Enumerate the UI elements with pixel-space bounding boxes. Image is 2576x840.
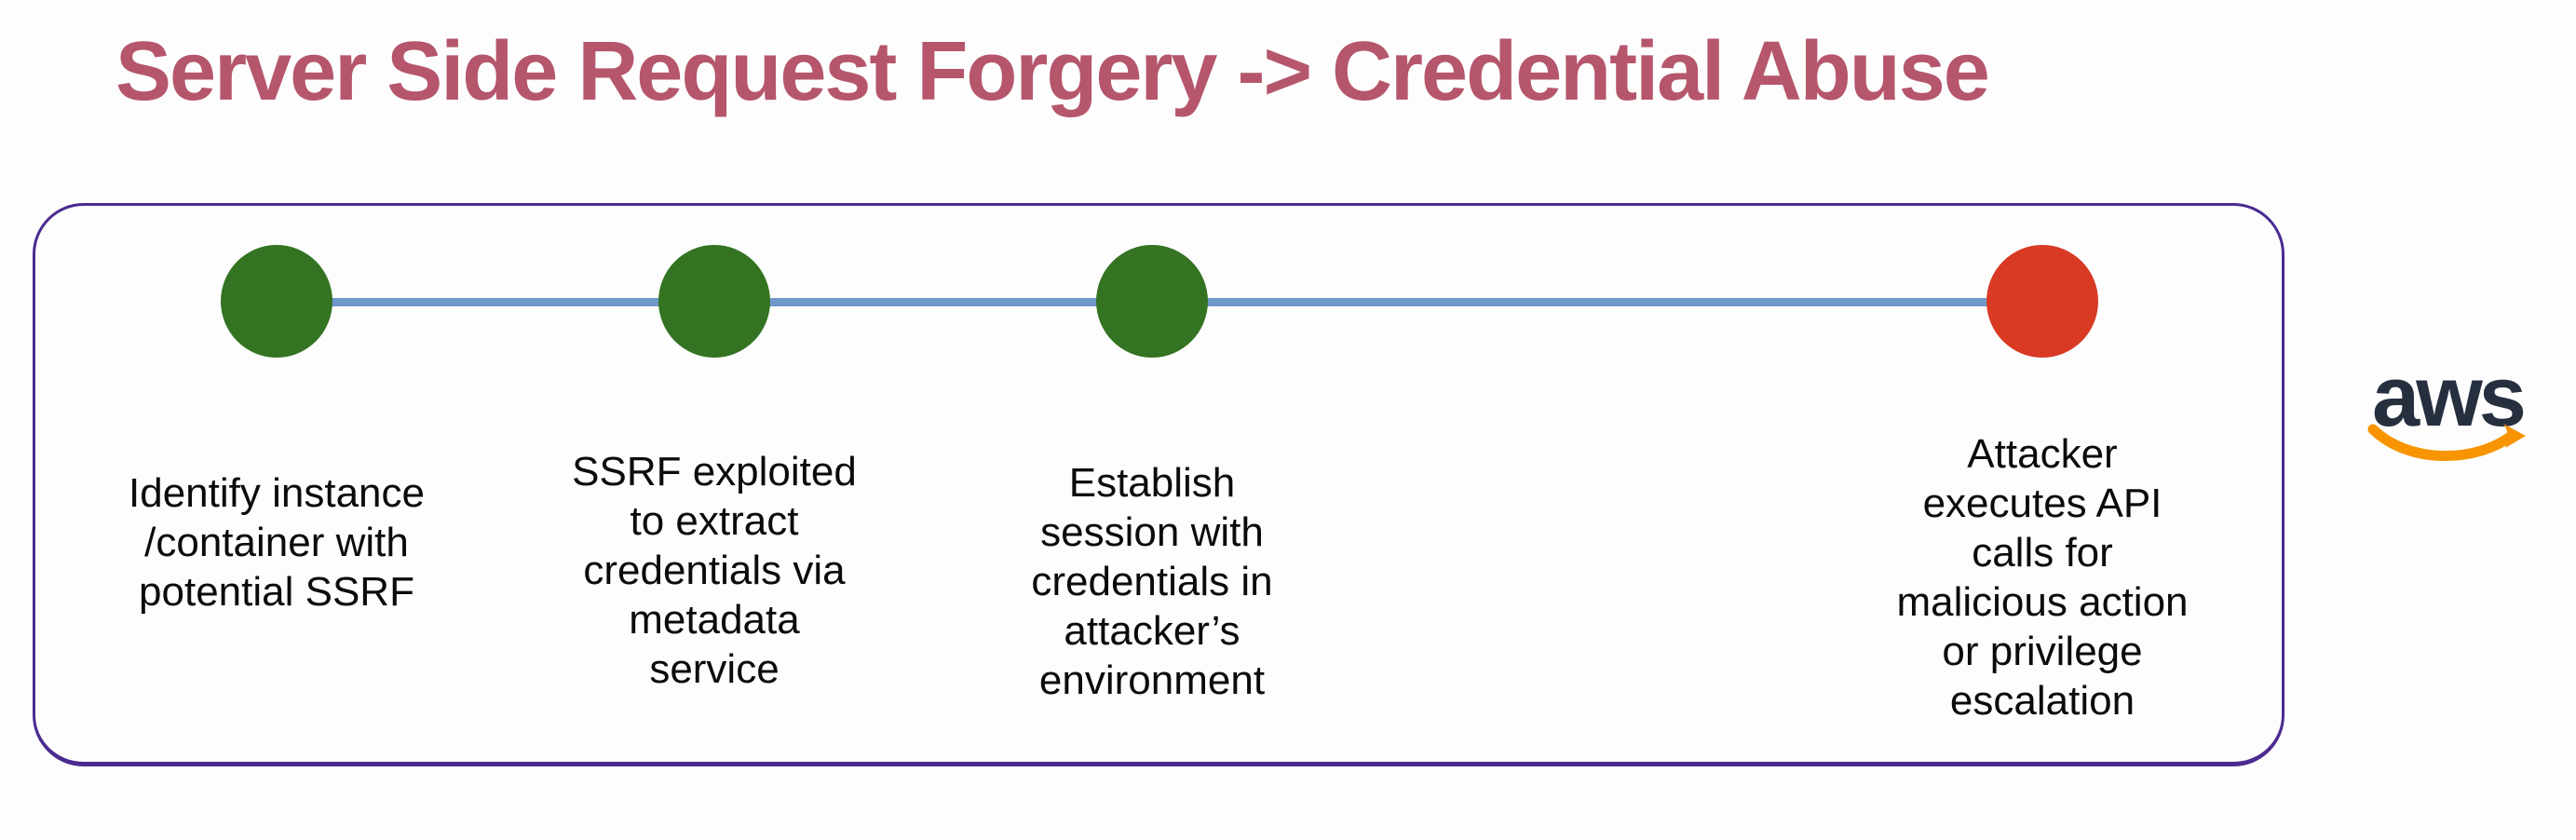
step-label-1: Identify instance /container with potent… — [129, 470, 425, 615]
attack-flow-container — [33, 203, 2285, 766]
step-label-2: SSRF exploited to extract credentials vi… — [572, 449, 857, 692]
page-title: Server Side Request Forgery -> Credentia… — [115, 25, 1990, 118]
step-node-2 — [658, 245, 770, 358]
step-label-3: Establish session with credentials in at… — [1031, 460, 1273, 703]
aws-smile-arrow-icon — [2367, 424, 2526, 461]
step-node-1 — [221, 245, 332, 358]
step-label-4: Attacker executes API calls for maliciou… — [1896, 431, 2189, 724]
step-node-4 — [1986, 245, 2098, 358]
aws-logo-text: aws — [2372, 349, 2527, 444]
aws-logo: aws — [2362, 354, 2533, 475]
step-node-3 — [1096, 245, 1208, 358]
